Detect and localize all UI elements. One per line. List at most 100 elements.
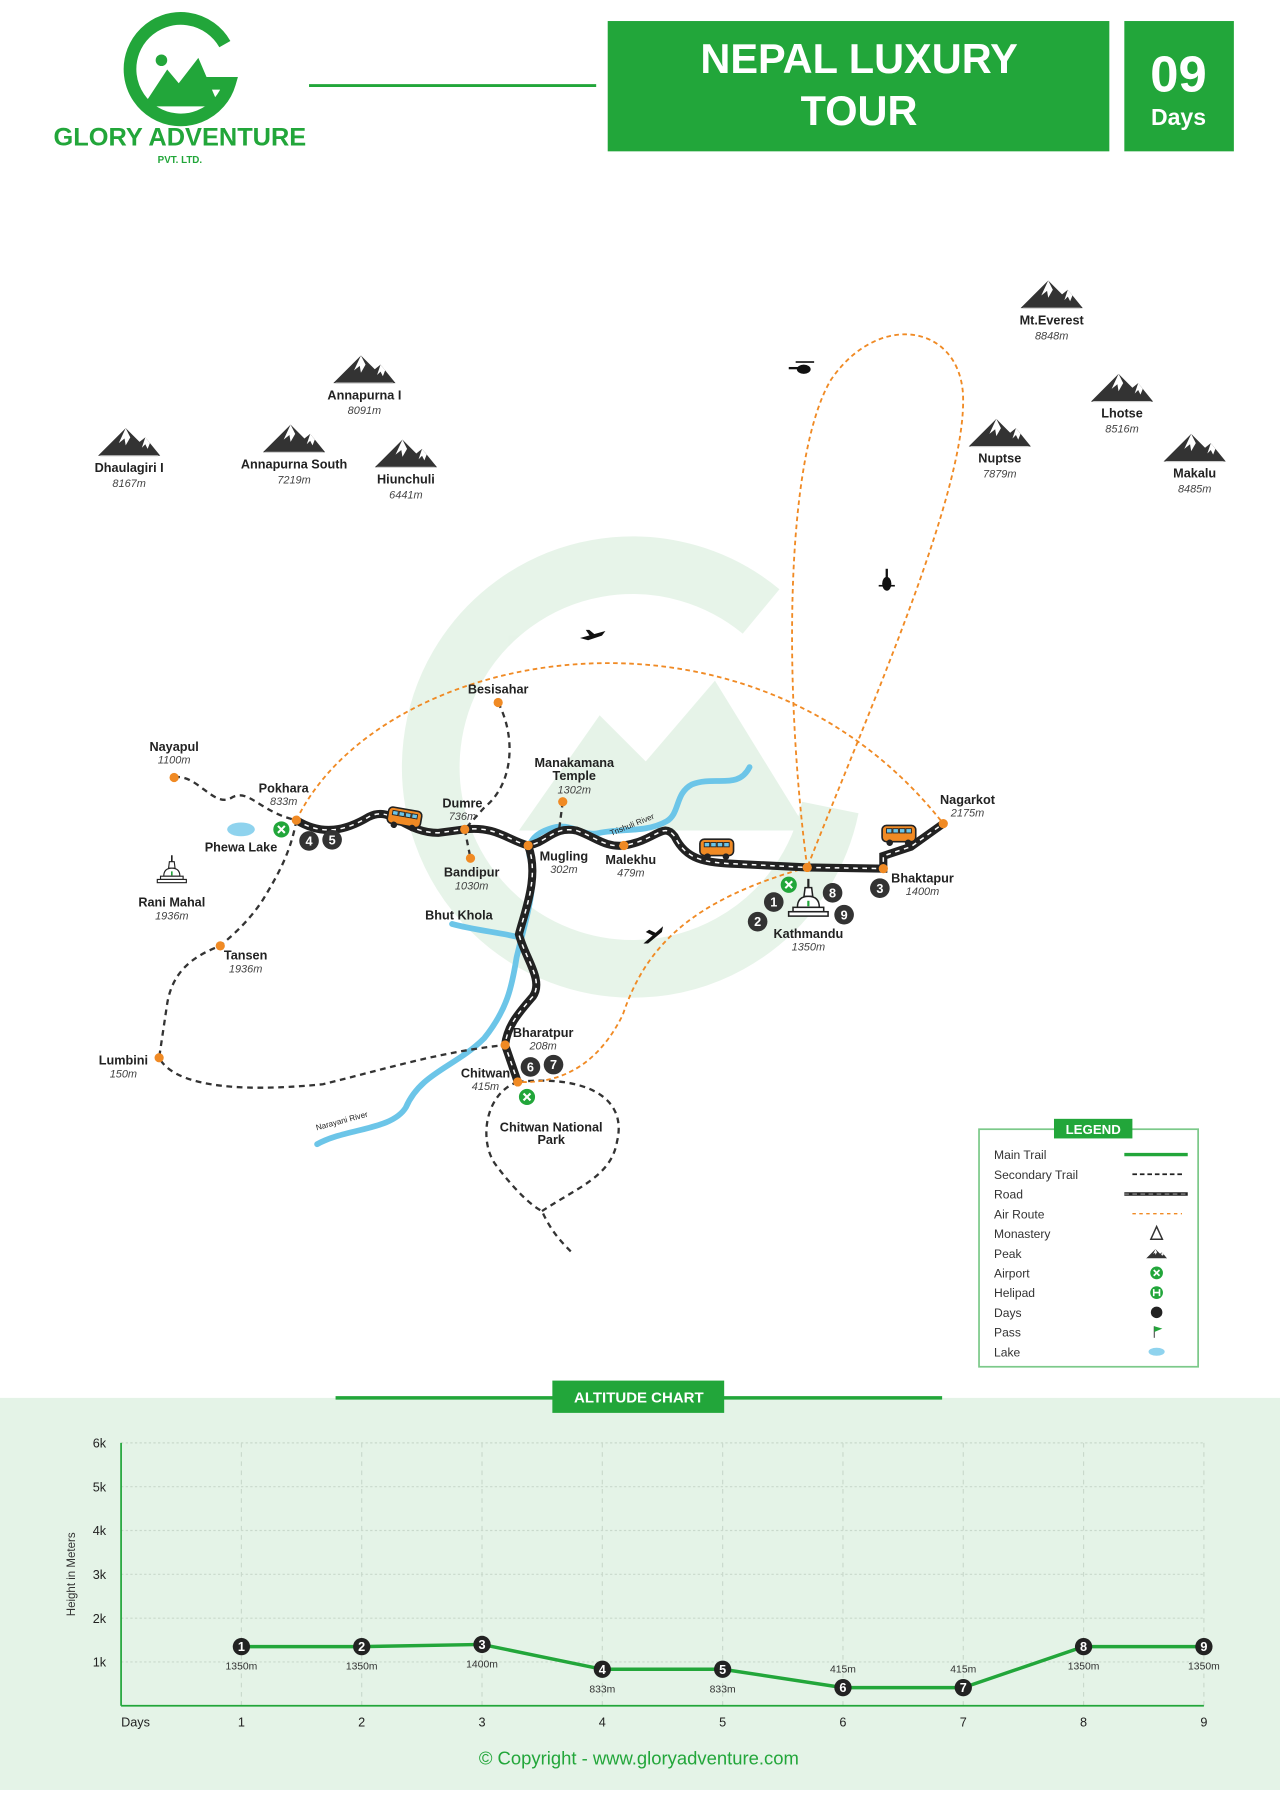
place-name: Rani Mahal <box>138 896 205 910</box>
svg-text:6: 6 <box>527 1061 534 1075</box>
place-elevation: 1400m <box>906 886 939 898</box>
legend-item: Lake <box>994 1345 1165 1359</box>
legend-label: Helipad <box>994 1286 1035 1300</box>
y-tick-label: 1k <box>93 1656 107 1670</box>
place-elevation: 1936m <box>155 910 188 922</box>
place-dot-icon <box>802 862 812 873</box>
y-tick-label: 6k <box>93 1436 107 1450</box>
y-tick-label: 5k <box>93 1480 107 1494</box>
point-value-label: 1350m <box>1188 1662 1220 1673</box>
point-value-label: 833m <box>589 1684 615 1695</box>
chart-ylabel: Height in Meters <box>66 1532 78 1616</box>
place-dot-icon <box>500 1040 510 1050</box>
peak-elevation: 8485m <box>1178 484 1211 496</box>
peak-name: Nuptse <box>978 452 1021 466</box>
helicopter-icon <box>788 361 815 374</box>
place-dot-icon <box>460 824 470 835</box>
day-dot-icon <box>1150 1306 1163 1319</box>
place-elevation: 1350m <box>792 941 825 953</box>
bus-icon <box>881 824 917 847</box>
brand-name: GLORY ADVENTURE <box>54 124 307 152</box>
peak-elevation: 8516m <box>1105 424 1138 436</box>
place-dot-icon <box>938 819 948 829</box>
day-marker-7: 7 <box>543 1054 564 1075</box>
point-value-label: 1350m <box>1068 1662 1100 1673</box>
legend-label: Road <box>994 1188 1023 1202</box>
x-tick-label: 4 <box>599 1716 606 1730</box>
place-elevation: 208m <box>528 1041 556 1053</box>
brand-sub: PVT. LTD. <box>158 155 203 166</box>
place-name: Malekhu <box>605 853 656 867</box>
place-elevation: 833m <box>270 796 297 808</box>
point-value-label: 415m <box>830 1665 856 1676</box>
airport-icon <box>780 876 797 893</box>
point-day-label: 5 <box>719 1663 726 1677</box>
point-day-label: 4 <box>599 1663 606 1677</box>
point-day-label: 6 <box>839 1681 846 1695</box>
place-name: Bandipur <box>444 866 500 880</box>
peak-marker: Nuptse 7879m <box>968 418 1031 481</box>
logo-mountain-icon <box>142 57 220 107</box>
peak-icon <box>1090 373 1154 403</box>
legend-label: Monastery <box>994 1227 1051 1241</box>
y-tick-label: 3k <box>93 1568 107 1582</box>
point-value-label: 1350m <box>346 1662 378 1673</box>
point-day-label: 1 <box>238 1640 245 1654</box>
peak-name: Lhotse <box>1101 407 1143 421</box>
x-tick-label: 2 <box>358 1716 365 1730</box>
place-dot-icon <box>169 772 179 783</box>
svg-text:7: 7 <box>550 1058 557 1072</box>
point-day-label: 3 <box>478 1638 485 1652</box>
place-dot-icon <box>523 840 533 851</box>
chart-title: ALTITUDE CHART <box>574 1390 704 1407</box>
place-marker: Phewa Lake <box>205 840 278 854</box>
x-tick-label: 1 <box>238 1716 245 1730</box>
altitude-point: 9 1350m <box>1188 1637 1220 1673</box>
lake-icon <box>1148 1347 1165 1356</box>
monastery-icon <box>1149 1224 1164 1240</box>
place-name: Lumbini <box>99 1054 148 1068</box>
air-routes <box>295 333 965 1083</box>
plane-icon <box>580 629 606 641</box>
days-label: Days <box>1151 104 1206 130</box>
place-elevation: 2175m <box>950 808 984 820</box>
logo-g-mark <box>123 12 238 127</box>
point-day-label: 8 <box>1080 1640 1087 1654</box>
peak-name: Hiunchuli <box>377 472 435 486</box>
day-marker-3: 3 <box>870 878 890 899</box>
tour-title-line1: NEPAL LUXURY <box>700 35 1018 82</box>
peak-elevation: 7219m <box>277 474 310 486</box>
svg-text:1: 1 <box>770 896 777 910</box>
chart-xlabel: Days <box>121 1716 150 1730</box>
peak-elevation: 7879m <box>983 469 1016 481</box>
days-box <box>1124 21 1234 152</box>
legend-item: Airport <box>994 1267 1163 1281</box>
day-marker-1: 1 <box>763 892 784 912</box>
point-day-label: 2 <box>358 1640 365 1654</box>
peak-name: Annapurna South <box>241 457 347 471</box>
point-day-label: 9 <box>1200 1640 1207 1654</box>
place-name: Phewa Lake <box>205 840 278 854</box>
place-dot-icon <box>878 863 888 874</box>
place-dot-icon <box>291 815 301 825</box>
place-dot-icon <box>465 853 476 863</box>
helipad-icon <box>1150 1286 1163 1299</box>
x-tick-label: 5 <box>719 1716 726 1730</box>
peak-icon <box>262 424 326 453</box>
place-dot-icon <box>493 697 503 708</box>
svg-text:9: 9 <box>841 908 848 922</box>
peak-name: Annapurna I <box>327 388 401 402</box>
peak-icon <box>1163 433 1226 463</box>
